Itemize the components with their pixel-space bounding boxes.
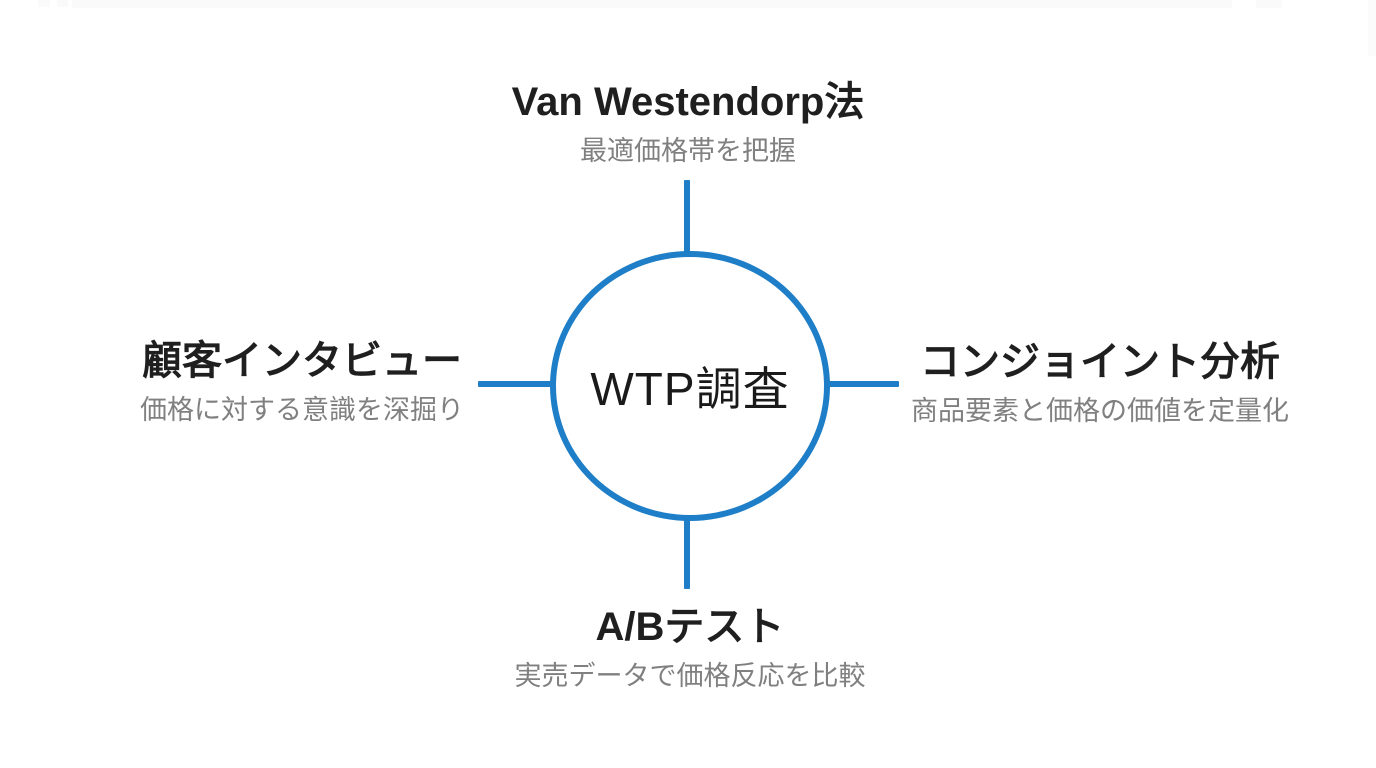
ghost-right-edge-strip [1368, 0, 1376, 56]
node-subtitle: 価格に対する意識を深掘り [140, 395, 464, 425]
node-title: コンジョイント分析 [920, 340, 1280, 384]
node-title: 顧客インタビュー [142, 339, 462, 383]
ghost-toolbar-square-2 [57, 0, 68, 7]
node-title: A/Bテスト [595, 605, 785, 649]
node-subtitle: 実売データで価格反応を比較 [514, 661, 866, 691]
connector-bottom [684, 518, 690, 589]
node-customer-interview: 顧客インタビュー 価格に対する意識を深掘り [82, 337, 522, 427]
node-van-westendorp: Van Westendorp法 最適価格帯を把握 [438, 78, 938, 168]
connector-right [827, 381, 899, 387]
node-subtitle: 最適価格帯を把握 [580, 136, 796, 166]
hub-label: WTP調査 [590, 363, 790, 415]
node-conjoint-analysis: コンジョイント分析 商品要素と価格の価値を定量化 [880, 338, 1320, 428]
connector-left [478, 381, 553, 387]
ghost-toolbar-bar [72, 0, 1232, 8]
hub-circle: WTP調査 [550, 251, 830, 521]
node-title: Van Westendorp法 [511, 80, 865, 124]
node-ab-test: A/Bテスト 実売データで価格反応を比較 [440, 603, 940, 693]
node-subtitle: 商品要素と価格の価値を定量化 [911, 396, 1289, 426]
ghost-toolbar-bar-right [1256, 0, 1282, 8]
ghost-toolbar-square-1 [38, 0, 50, 7]
connector-top [684, 180, 690, 254]
